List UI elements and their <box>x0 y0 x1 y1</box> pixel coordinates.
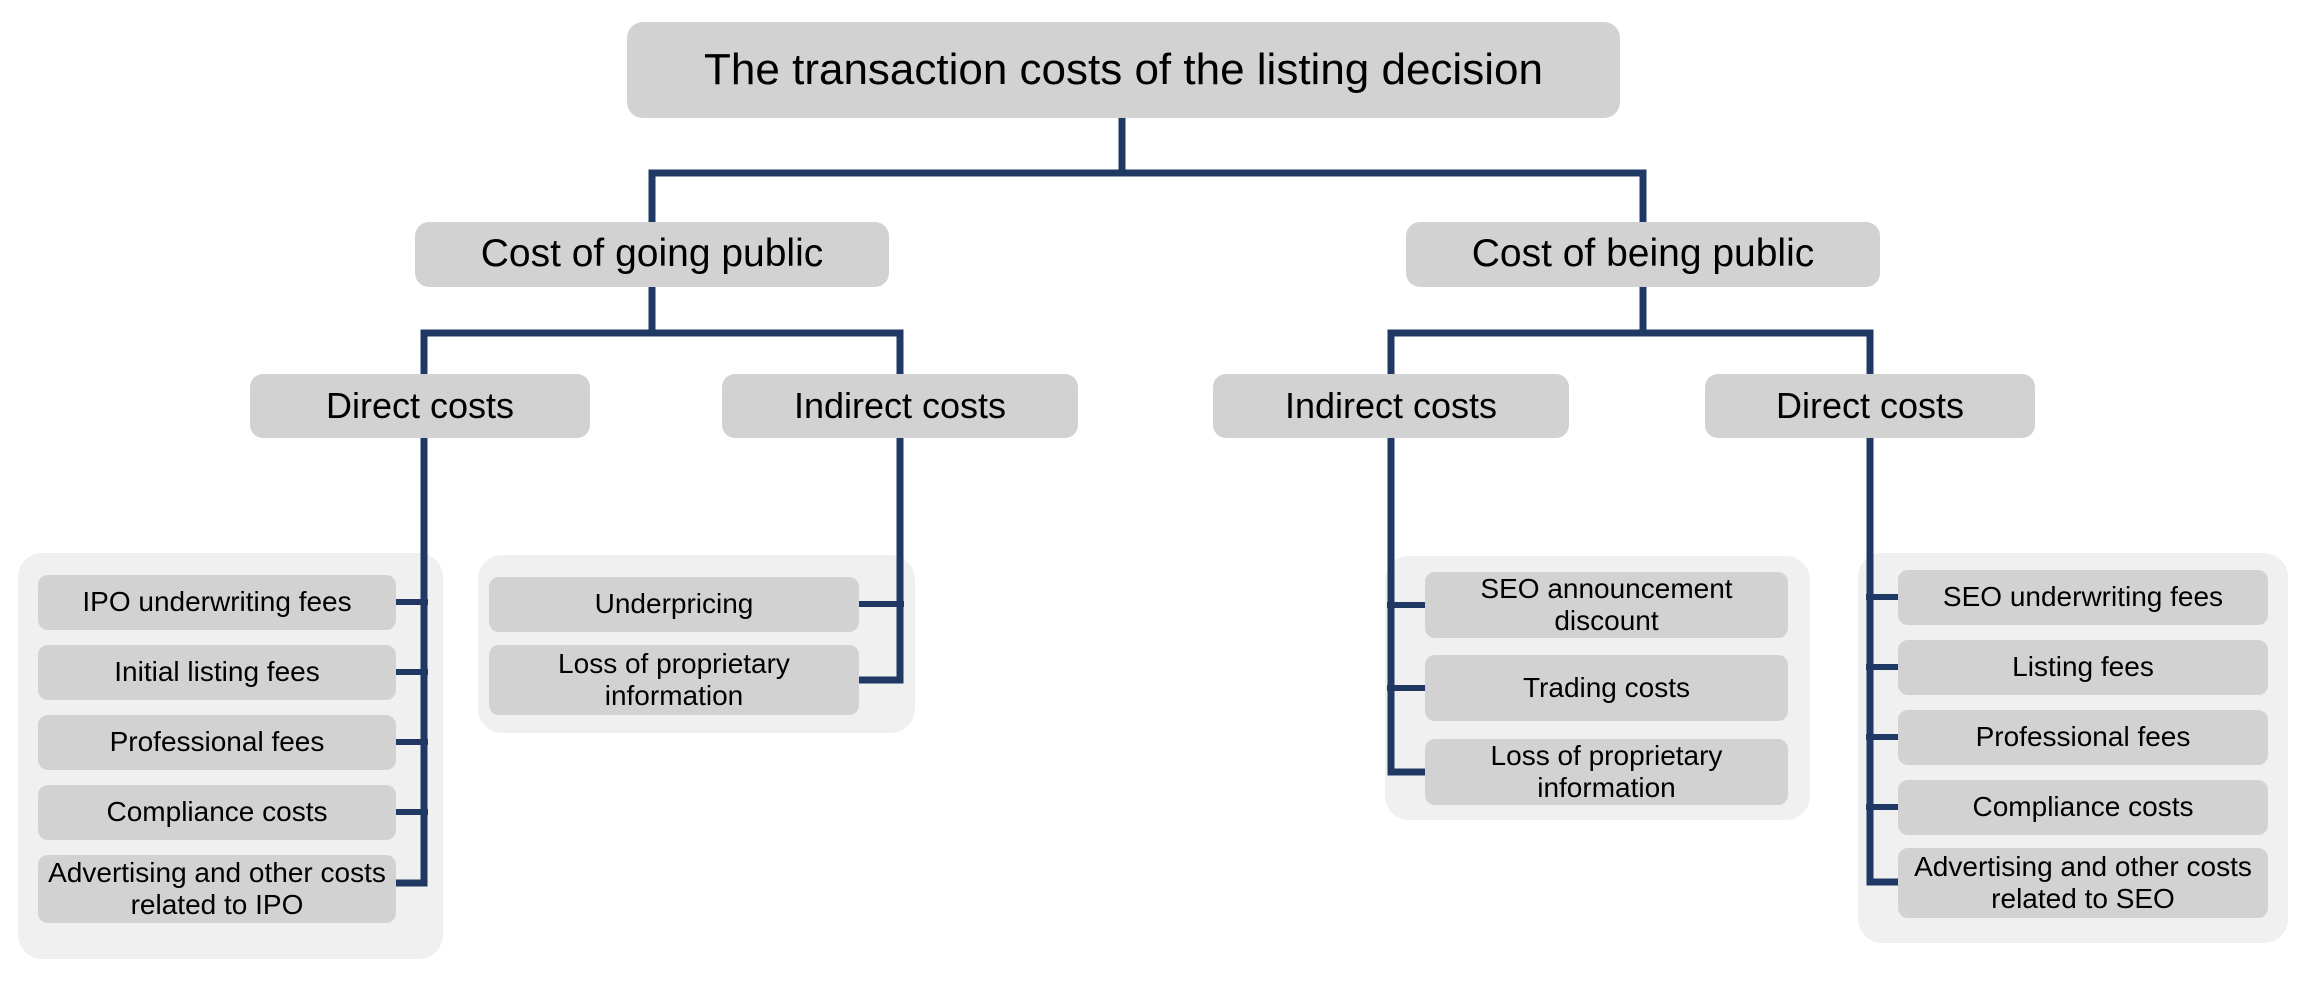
connector-being-bar <box>1387 329 1874 378</box>
leaf-node: Loss of proprietary information <box>1425 739 1788 805</box>
leaf-node: Compliance costs <box>38 785 396 840</box>
category-node-going-indirect: Indirect costs <box>722 374 1078 438</box>
leaf-node: Professional fees <box>1898 710 2268 765</box>
leaf-node: Advertising and other costs related to S… <box>1898 848 2268 918</box>
connector-level1-bar <box>648 169 1647 222</box>
leaf-node: Loss of proprietary information <box>489 645 859 715</box>
leaf-node: SEO underwriting fees <box>1898 570 2268 625</box>
leaf-node: Trading costs <box>1425 655 1788 721</box>
category-node-being-direct: Direct costs <box>1705 374 2035 438</box>
leaf-node: Professional fees <box>38 715 396 770</box>
connector-going-bar <box>420 329 904 378</box>
leaf-node: Listing fees <box>1898 640 2268 695</box>
category-node-being-indirect: Indirect costs <box>1213 374 1569 438</box>
leaf-node: Underpricing <box>489 577 859 632</box>
branch-node-going-public: Cost of going public <box>415 222 889 287</box>
leaf-node: Initial listing fees <box>38 645 396 700</box>
leaf-node: IPO underwriting fees <box>38 575 396 630</box>
category-node-going-direct: Direct costs <box>250 374 590 438</box>
connector-spine-going-indirect <box>859 378 904 684</box>
leaf-node: Advertising and other costs related to I… <box>38 855 396 923</box>
root-node: The transaction costs of the listing dec… <box>627 22 1620 118</box>
connector-spine-going-direct <box>396 378 428 887</box>
branch-node-being-public: Cost of being public <box>1406 222 1880 287</box>
connector-spine-being-direct <box>1866 378 1898 886</box>
leaf-node: Compliance costs <box>1898 780 2268 835</box>
connector-spine-being-indirect <box>1387 378 1425 776</box>
leaf-node: SEO announcement discount <box>1425 572 1788 638</box>
